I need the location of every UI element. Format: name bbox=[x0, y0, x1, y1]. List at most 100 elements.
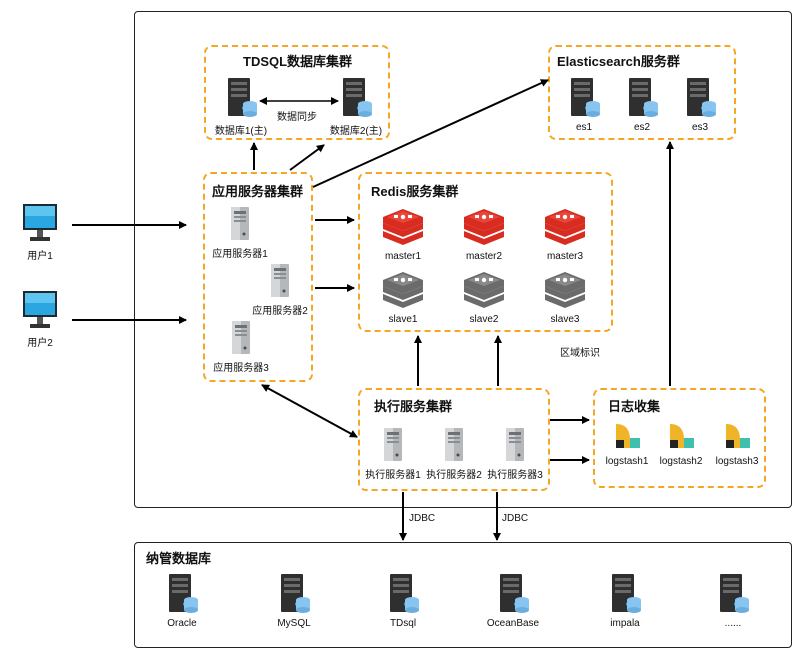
exec-server-2-label: 执行服务器2 bbox=[426, 470, 482, 481]
redis-slave-1: slave1 bbox=[358, 270, 448, 325]
logstash-node-2: logstash2 bbox=[636, 422, 726, 467]
managed-db-oceanbase: OceanBase bbox=[468, 574, 558, 629]
exec-server-1: 执行服务器1 bbox=[348, 428, 438, 481]
exec-cluster bbox=[358, 388, 550, 491]
database-server-icon bbox=[228, 78, 257, 117]
app-server-1: 应用服务器1 bbox=[195, 207, 285, 260]
database-server-icon bbox=[343, 78, 372, 117]
user-2-label: 用户2 bbox=[27, 338, 53, 349]
log-cluster bbox=[593, 388, 766, 488]
es-cluster-title: Elasticsearch服务群 bbox=[557, 54, 680, 69]
tdsql-db-1: 数据库1(主) bbox=[196, 78, 286, 137]
app-server-1-label: 应用服务器1 bbox=[212, 249, 268, 260]
user-2: 用户2 bbox=[0, 290, 85, 349]
managed-db-mysql: MySQL bbox=[249, 574, 339, 629]
exec-cluster-title: 执行服务集群 bbox=[374, 399, 453, 414]
managed-db-title: 纳管数据库 bbox=[146, 551, 212, 566]
app-server-2-label: 应用服务器2 bbox=[252, 306, 308, 317]
redis-icon bbox=[464, 272, 504, 308]
logstash-icon bbox=[670, 424, 694, 448]
log-cluster-title: 日志收集 bbox=[608, 399, 661, 414]
database-server-icon bbox=[720, 574, 749, 613]
redis-master-2: master2 bbox=[439, 207, 529, 262]
database-server-icon bbox=[281, 574, 310, 613]
arrow-app-exec bbox=[261, 384, 358, 438]
es-node-2-label: es2 bbox=[633, 122, 651, 133]
app-server-3-label: 应用服务器3 bbox=[213, 363, 269, 374]
redis-slave-2: slave2 bbox=[439, 270, 529, 325]
monitor-icon bbox=[23, 291, 57, 328]
app-server-3: 应用服务器3 bbox=[196, 321, 286, 374]
redis-slave-3-label: slave3 bbox=[550, 314, 580, 325]
tdsql-db-2: 数据库2(主) bbox=[311, 78, 401, 137]
es-node-2: es2 bbox=[597, 78, 687, 133]
exec-server-1-label: 执行服务器1 bbox=[365, 470, 421, 481]
app-cluster bbox=[203, 172, 313, 382]
managed-db-tdsql: TDsql bbox=[358, 574, 448, 629]
managed-db-impala-label: impala bbox=[610, 618, 640, 629]
es-node-1: es1 bbox=[539, 78, 629, 133]
managed-db-oceanbase-label: OceanBase bbox=[486, 618, 540, 629]
exec-server-2: 执行服务器2 bbox=[409, 428, 499, 481]
server-tower-icon bbox=[232, 321, 250, 354]
redis-master-1: master1 bbox=[358, 207, 448, 262]
server-tower-icon bbox=[384, 428, 402, 461]
jdbc-label-1: JDBC bbox=[409, 513, 436, 524]
redis-slave-3: slave3 bbox=[520, 270, 610, 325]
database-server-icon bbox=[612, 574, 641, 613]
database-server-icon bbox=[629, 78, 658, 117]
es-node-1-label: es1 bbox=[575, 122, 593, 133]
redis-icon bbox=[383, 272, 423, 308]
tdsql-cluster-title: TDSQL数据库集群 bbox=[243, 54, 353, 69]
logstash-icon bbox=[726, 424, 750, 448]
managed-db-oracle: Oracle bbox=[137, 574, 227, 629]
redis-icon bbox=[464, 209, 504, 245]
region-label: 区域标识 bbox=[560, 348, 600, 359]
redis-cluster bbox=[358, 172, 613, 332]
tdsql-db-2-label: 数据库2(主) bbox=[329, 126, 383, 137]
user-1: 用户1 bbox=[0, 203, 85, 262]
jdbc-label-2: JDBC bbox=[502, 513, 529, 524]
redis-icon bbox=[545, 272, 585, 308]
managed-db-frame bbox=[134, 542, 792, 648]
redis-icon bbox=[383, 209, 423, 245]
managed-db-more: ...... bbox=[688, 574, 778, 629]
logstash-node-3-label: logstash3 bbox=[715, 456, 759, 467]
logstash-icon bbox=[616, 424, 640, 448]
logstash-node-2-label: logstash2 bbox=[659, 456, 703, 467]
arrow-app-es bbox=[312, 79, 549, 188]
redis-slave-1-label: slave1 bbox=[388, 314, 418, 325]
tdsql-cluster bbox=[204, 45, 390, 140]
app-server-2: 应用服务器2 bbox=[235, 264, 325, 317]
es-node-3: es3 bbox=[655, 78, 745, 133]
es-node-3-label: es3 bbox=[691, 122, 709, 133]
redis-master-3: master3 bbox=[520, 207, 610, 262]
monitor-icon bbox=[23, 204, 57, 241]
database-server-icon bbox=[500, 574, 529, 613]
db-sync-label: 数据同步 bbox=[277, 112, 317, 123]
redis-master-2-label: master2 bbox=[465, 251, 503, 262]
arrow-app-db2 bbox=[289, 144, 325, 171]
managed-db-tdsql-label: TDsql bbox=[389, 618, 417, 629]
database-server-icon bbox=[169, 574, 198, 613]
logstash-node-1: logstash1 bbox=[582, 422, 672, 467]
database-server-icon bbox=[390, 574, 419, 613]
logstash-node-1-label: logstash1 bbox=[605, 456, 649, 467]
redis-slave-2-label: slave2 bbox=[469, 314, 499, 325]
managed-db-impala: impala bbox=[580, 574, 670, 629]
app-cluster-title: 应用服务器集群 bbox=[212, 184, 304, 199]
server-tower-icon bbox=[445, 428, 463, 461]
server-tower-icon bbox=[271, 264, 289, 297]
redis-icon bbox=[545, 209, 585, 245]
server-tower-icon bbox=[231, 207, 249, 240]
managed-db-more-label: ...... bbox=[724, 618, 742, 629]
server-tower-icon bbox=[506, 428, 524, 461]
user-1-label: 用户1 bbox=[27, 251, 53, 262]
redis-master-1-label: master1 bbox=[384, 251, 422, 262]
logstash-node-3: logstash3 bbox=[692, 422, 782, 467]
database-server-icon bbox=[687, 78, 716, 117]
managed-db-oracle-label: Oracle bbox=[167, 618, 197, 629]
database-server-icon bbox=[571, 78, 600, 117]
es-cluster bbox=[548, 45, 736, 140]
